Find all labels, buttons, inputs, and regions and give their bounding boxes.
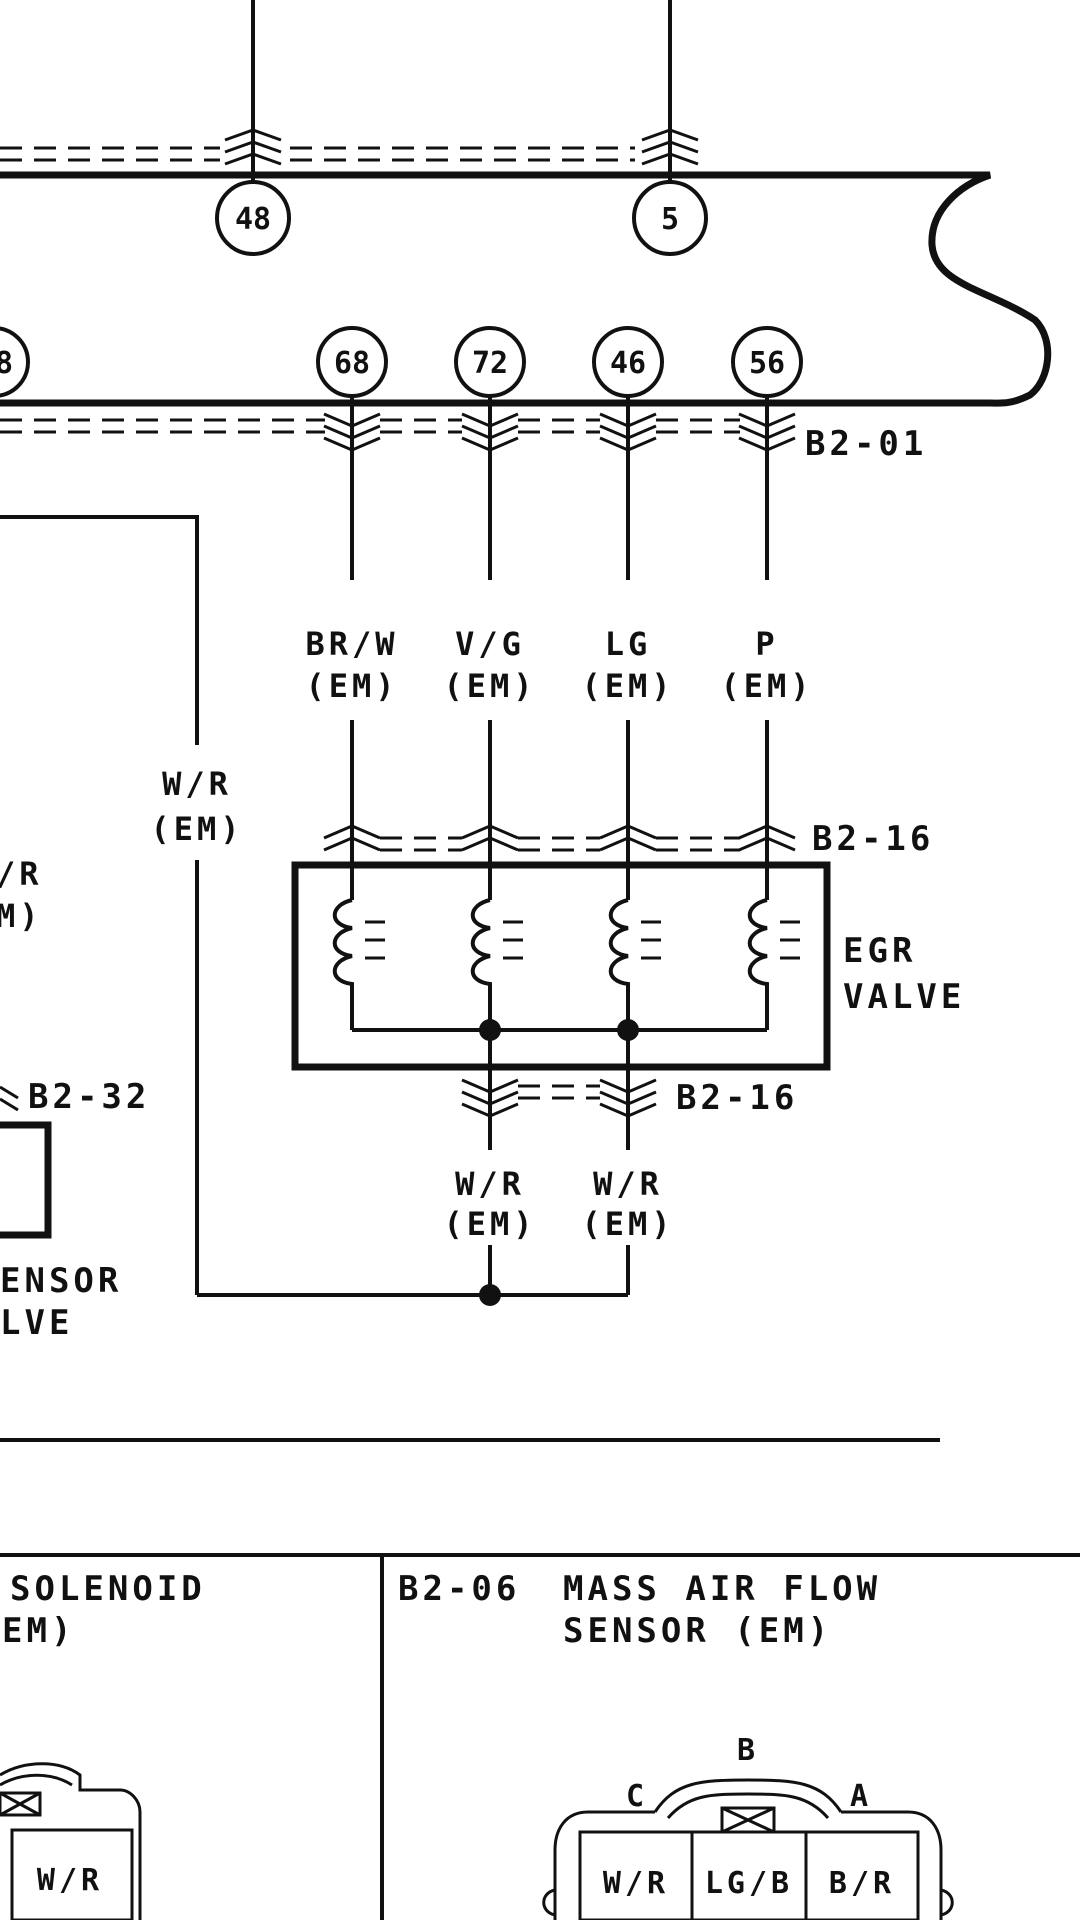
wire-ret1-harness: (EM) xyxy=(443,1205,536,1243)
wire-vg-harness: (EM) xyxy=(443,667,536,705)
connector-b2-16-bottom-label: B2-16 xyxy=(676,1078,798,1118)
connector-b2-01: B2-01 xyxy=(0,412,927,464)
maf-connector-icon: C B A W/R LG/B B/R xyxy=(542,1733,954,1920)
wire-feed-harness: (EM) xyxy=(150,810,243,848)
wire-feed-color: W/R xyxy=(162,765,232,803)
ecu-pin-46-label: 46 xyxy=(610,346,646,381)
wire-label-lg: LG (EM) xyxy=(581,625,674,705)
ecu-pin-46: 46 xyxy=(592,326,664,398)
sensor-label-line2: LVE xyxy=(0,1303,73,1343)
wire-brw-color: BR/W xyxy=(305,625,398,663)
wire-label-p: P (EM) xyxy=(720,625,813,705)
wire-lg-color: LG xyxy=(605,625,652,663)
ecu-pin-56: 56 xyxy=(731,326,803,398)
egr-valve-label-line2: VALVE xyxy=(843,977,965,1017)
wire-p-color: P xyxy=(755,625,778,663)
wire-label-brw: BR/W (EM) xyxy=(305,625,398,705)
maf-pin-br: B/R xyxy=(829,1866,895,1901)
solenoid-harness: EM) xyxy=(2,1611,75,1651)
solenoid-panel: SOLENOID EM) W/R xyxy=(0,1569,206,1920)
wire-lg-harness: (EM) xyxy=(581,667,674,705)
ecu-pin-8-label: 8 xyxy=(0,346,13,381)
wire-brw-harness: (EM) xyxy=(305,667,398,705)
wire-left-partial-harness: M) xyxy=(0,897,43,935)
ecu-pin-72-label: 72 xyxy=(472,346,508,381)
maf-panel: B2-06 MASS AIR FLOW SENSOR (EM) C B A W/… xyxy=(398,1569,954,1920)
ecu-pin-72: 72 xyxy=(454,326,526,398)
ecu-pin-56-label: 56 xyxy=(749,346,785,381)
ecu-pin-8-partial: 8 xyxy=(0,326,30,398)
ecu-block-outline xyxy=(0,171,1052,407)
splice-dot-3 xyxy=(479,1284,501,1306)
maf-terminal-a: A xyxy=(850,1779,872,1814)
egr-valve-box xyxy=(291,861,831,1071)
ecu-top-wires xyxy=(0,0,699,195)
wire-ret2-color: W/R xyxy=(593,1165,663,1203)
ecu-pin-68-label: 68 xyxy=(334,346,370,381)
connector-b2-32: B2-32 xyxy=(0,1077,150,1239)
wire-label-ret2: W/R (EM) xyxy=(581,1165,674,1243)
maf-subtitle: SENSOR (EM) xyxy=(563,1611,832,1651)
solenoid-connector-icon: W/R xyxy=(0,1762,142,1920)
ecu-pin-5-label: 5 xyxy=(661,202,679,237)
wire-left-partial-color: /R xyxy=(0,855,43,893)
ecu-pin-48: 48 xyxy=(215,180,291,256)
egr-coils xyxy=(332,898,800,1030)
wire-ret1-color: W/R xyxy=(455,1165,525,1203)
maf-code: B2-06 xyxy=(398,1569,520,1609)
egr-signal-wires xyxy=(350,396,769,900)
connector-b2-32-label: B2-32 xyxy=(28,1077,150,1117)
maf-pin-wr: W/R xyxy=(603,1866,669,1901)
ecu-pin-68: 68 xyxy=(316,326,388,398)
wire-vg-color: V/G xyxy=(455,625,525,663)
ecu-pin-48-label: 48 xyxy=(235,202,271,237)
sensor-label-line1: ENSOR xyxy=(0,1261,122,1301)
solenoid-title: SOLENOID xyxy=(10,1569,206,1609)
maf-title: MASS AIR FLOW xyxy=(563,1569,881,1609)
maf-terminal-c: C xyxy=(626,1779,648,1814)
connector-b2-16-top: B2-16 xyxy=(323,819,934,859)
wire-label-ret1: W/R (EM) xyxy=(443,1165,536,1243)
wire-ret2-harness: (EM) xyxy=(581,1205,674,1243)
wire-p-harness: (EM) xyxy=(720,667,813,705)
connector-b2-01-label: B2-01 xyxy=(805,424,927,464)
maf-pin-lgb: LG/B xyxy=(705,1866,793,1901)
feed-wire: W/R (EM) xyxy=(0,515,243,1295)
solenoid-terminal: W/R xyxy=(37,1863,103,1898)
egr-return-wires: B2-16 xyxy=(197,1030,798,1306)
maf-terminal-b: B xyxy=(737,1733,759,1768)
wire-label-vg: V/G (EM) xyxy=(443,625,536,705)
ecu-pin-5: 5 xyxy=(632,180,708,256)
egr-valve-label-line1: EGR xyxy=(843,931,916,971)
connector-b2-16-top-label: B2-16 xyxy=(812,819,934,859)
